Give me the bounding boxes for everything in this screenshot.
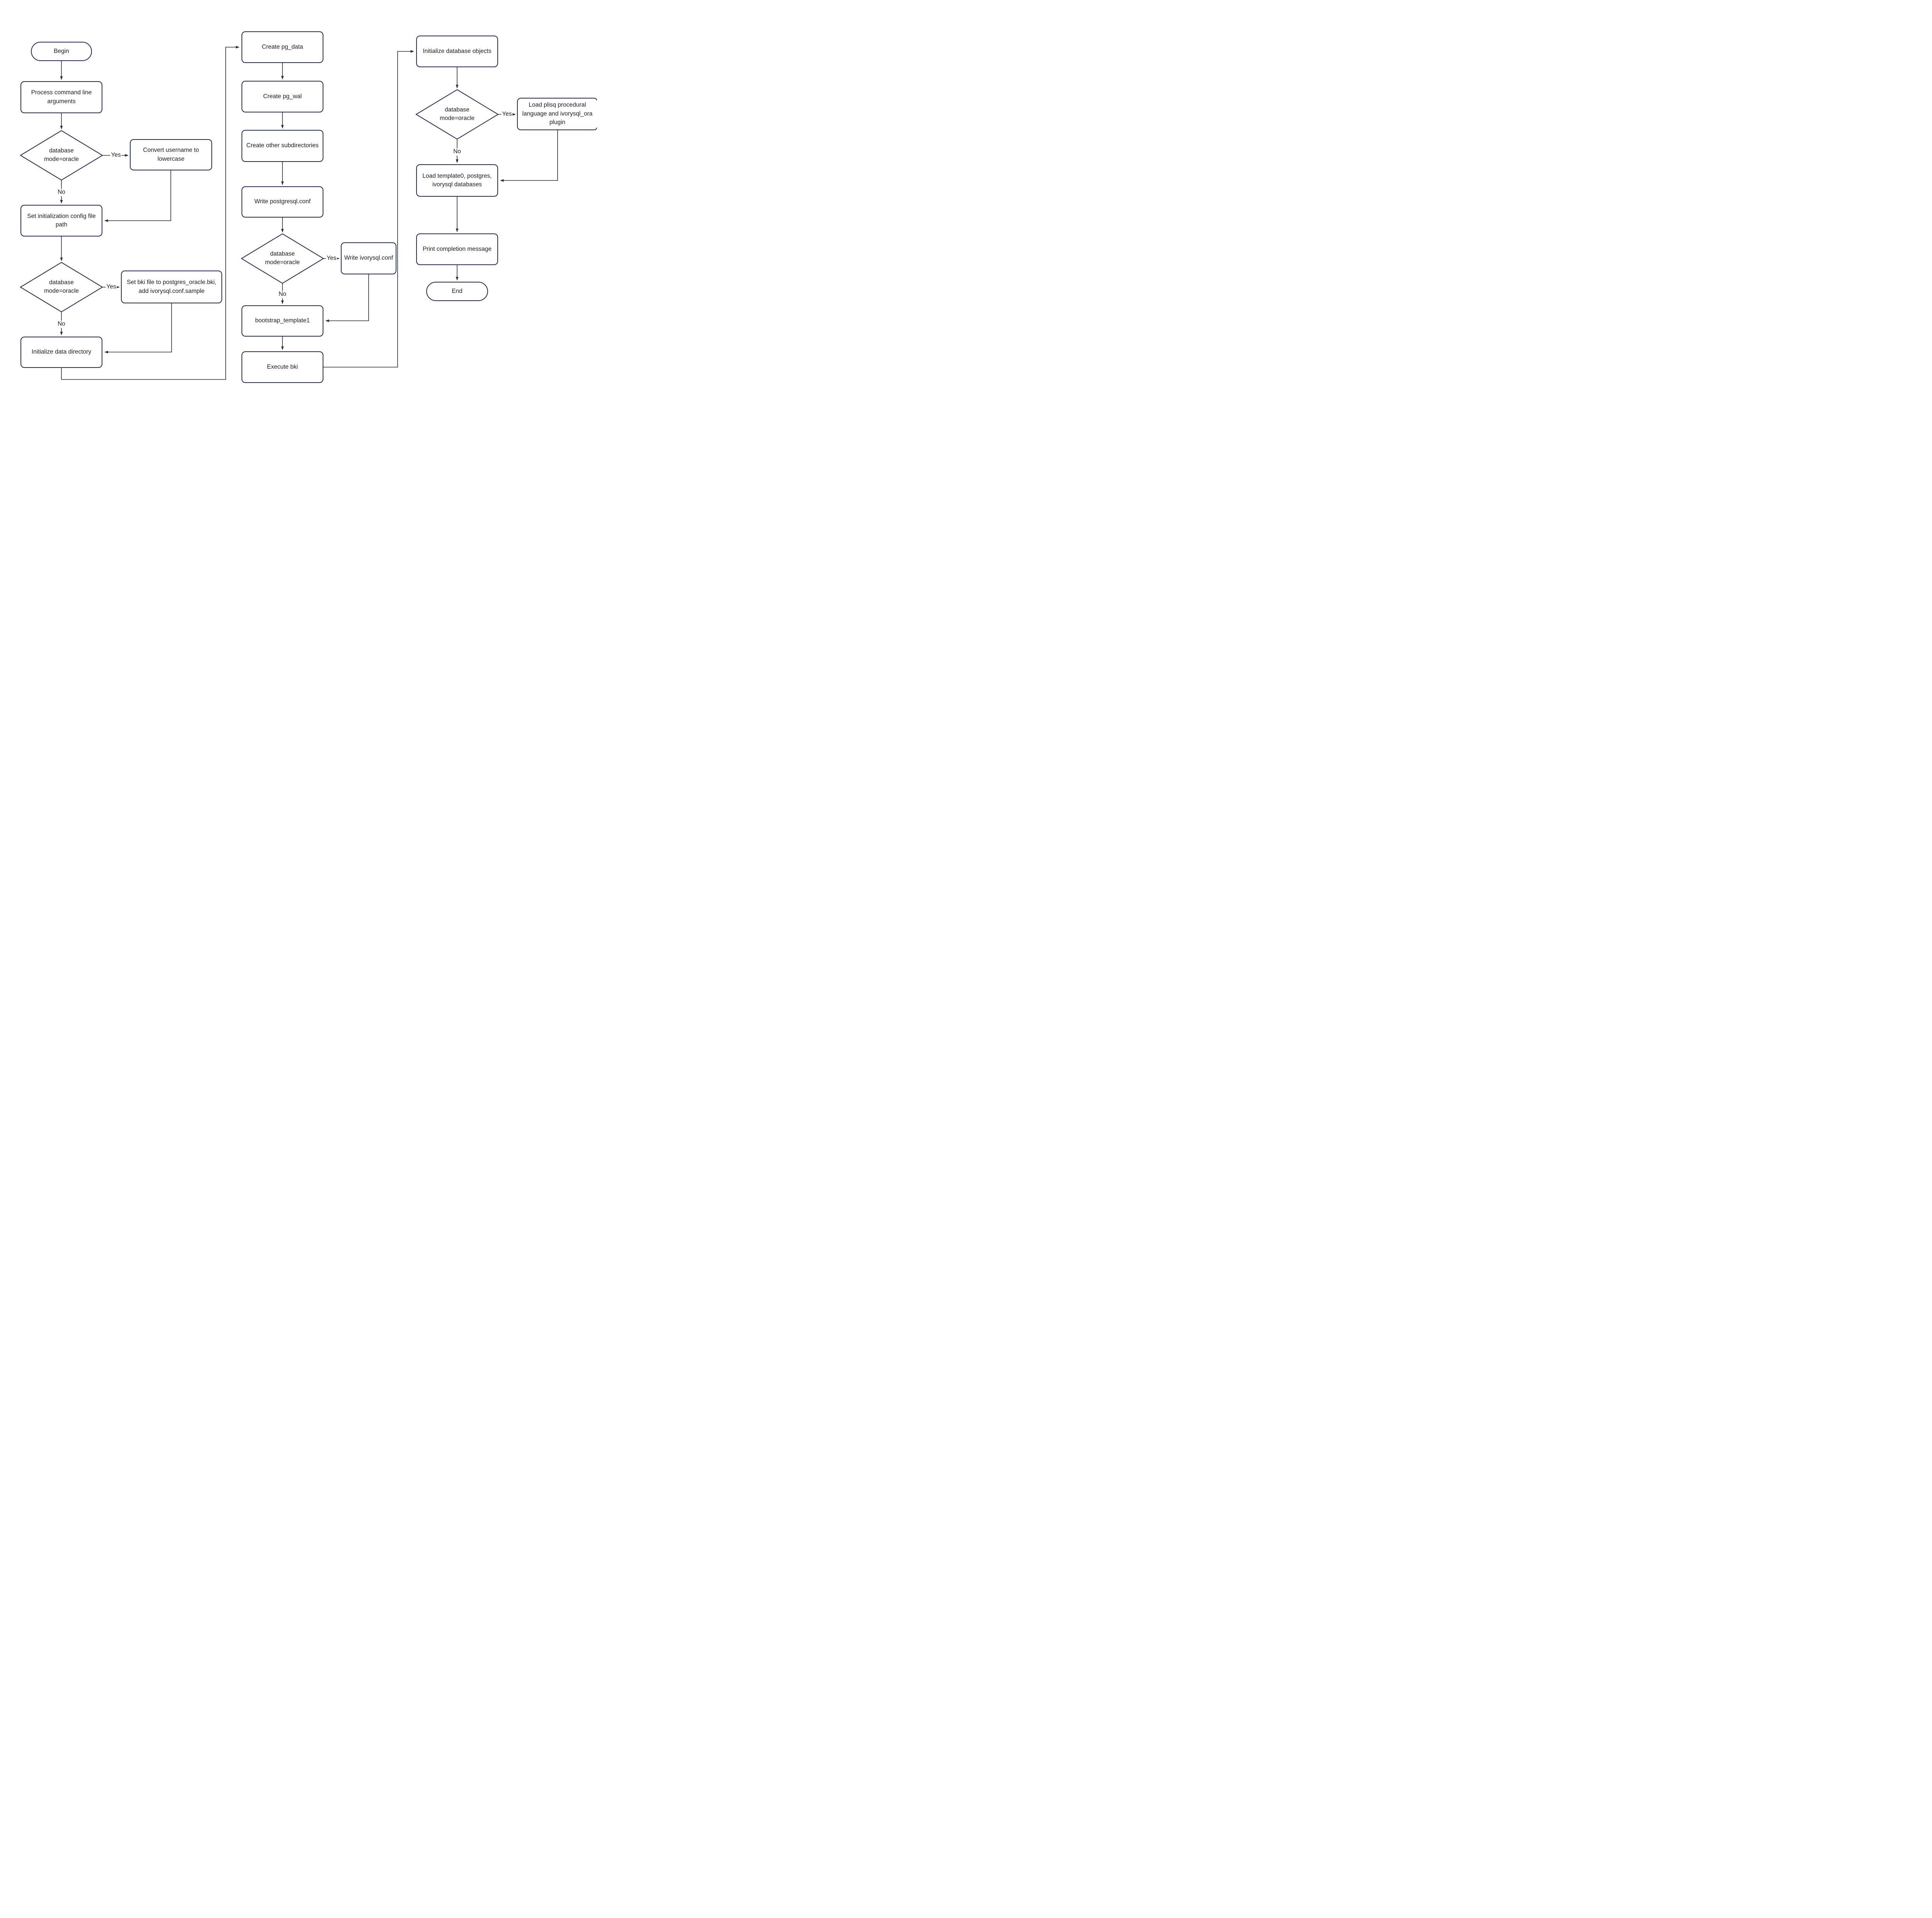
edge-label-decision1-no: No (57, 189, 66, 196)
edge-label-decision4-no: No (452, 148, 462, 156)
node-convert-username-lowercase: Convert username to lowercase (130, 139, 212, 170)
node-initialize-data-directory: Initialize data directory (20, 337, 102, 368)
node-print-completion-message: Print completion message (416, 233, 498, 265)
decision-diamond-3 (241, 233, 324, 284)
node-load-plsql-plugin: Load plisq procedural language and ivory… (517, 98, 597, 130)
decision2-label: database mode=oracle (44, 279, 79, 294)
edge-label-decision1-yes: Yes (110, 151, 122, 159)
edge-label-decision4-yes: Yes (501, 111, 513, 118)
node-execute-bki: Execute bki (242, 351, 323, 383)
edge-initdir-to-pgdata (61, 46, 240, 380)
node-initialize-database-objects: Initialize database objects (416, 36, 498, 67)
edge-setbki-to-initdir (104, 303, 172, 354)
edge-label-decision3-no: No (278, 291, 287, 298)
flowchart-canvas: Begin Process command line arguments dat… (0, 0, 597, 422)
decision-diamond-1 (20, 130, 103, 181)
node-begin: Begin (31, 42, 92, 61)
node-set-init-config-path: Set initialization config file path (20, 205, 102, 237)
node-end: End (426, 282, 488, 301)
node-process-command-line-arguments: Process command line arguments (20, 81, 102, 113)
edge-convert-to-setconfig (104, 170, 171, 222)
node-load-template0-databases: Load template0, postgres, ivorysql datab… (416, 164, 498, 197)
decision1-label: database mode=oracle (44, 147, 79, 163)
edge-label-decision3-yes: Yes (326, 255, 337, 262)
node-bootstrap-template1: bootstrap_template1 (242, 305, 323, 337)
node-create-pg-data: Create pg_data (242, 31, 323, 63)
decision-diamond-4 (415, 89, 499, 140)
edge-label-decision2-yes: Yes (105, 283, 117, 291)
node-write-postgresql-conf: Write postgresql.conf (242, 186, 323, 218)
edge-executebki-to-initdbobjects (323, 50, 414, 368)
edge-ivorysqlconf-to-bootstrap (325, 274, 369, 322)
edge-plugin-to-loaddb (500, 130, 558, 182)
edge-label-decision2-no: No (57, 320, 66, 328)
decision3-label: database mode=oracle (265, 250, 300, 266)
decision4-label: database mode=oracle (439, 106, 475, 122)
node-write-ivorysql-conf: Write ivorysql.conf (341, 242, 396, 274)
node-create-other-subdirectories: Create other subdirectories (242, 130, 323, 162)
node-create-pg-wal: Create pg_wal (242, 81, 323, 112)
node-set-bki-file: Set bki file to postgres_oracle.bki, add… (121, 271, 222, 303)
flow-connectors (20, 46, 558, 380)
decision-diamond-2 (20, 262, 103, 313)
